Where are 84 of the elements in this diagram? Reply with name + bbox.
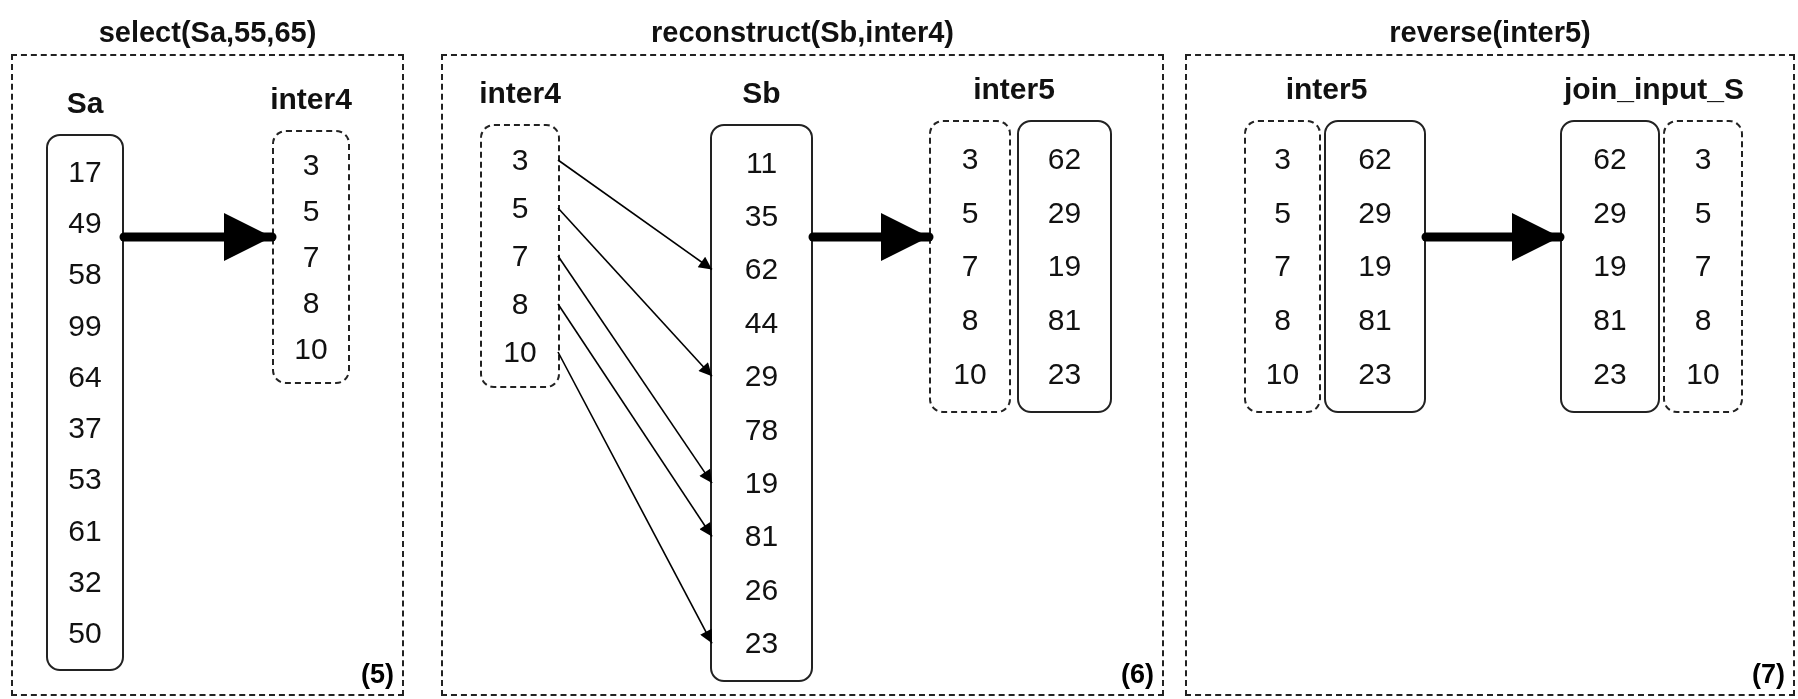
value-text: 11 xyxy=(712,136,811,190)
value-text: 81 xyxy=(712,509,811,564)
value-text: 10 xyxy=(274,326,348,372)
value-text: 64 xyxy=(48,351,122,403)
panel-title: select(Sa,55,65) xyxy=(98,16,317,49)
value-text: 19 xyxy=(1019,239,1110,294)
value-text: 7 xyxy=(274,234,348,280)
value-text: 35 xyxy=(712,189,811,243)
value-text: 26 xyxy=(712,563,811,617)
arrow xyxy=(1421,213,1565,261)
panel-number: (6) xyxy=(1121,659,1154,690)
value-text: 23 xyxy=(1326,347,1424,401)
value-text: 17 xyxy=(48,146,122,198)
panel-title: reverse(inter5) xyxy=(1389,16,1591,49)
arrow xyxy=(557,303,713,538)
value-text: 29 xyxy=(712,349,811,403)
value-text: 10 xyxy=(1665,347,1741,401)
solid-column-box xyxy=(1017,120,1112,413)
value-text: 19 xyxy=(1562,239,1658,294)
value-text: 3 xyxy=(1246,132,1319,186)
column-heading: Sb xyxy=(742,76,781,110)
value-text: 8 xyxy=(1246,293,1319,348)
value-text: 7 xyxy=(931,239,1009,294)
column-heading: inter5 xyxy=(973,72,1055,106)
column-heading: join_input_S xyxy=(1564,72,1744,106)
value-text: 3 xyxy=(274,142,348,188)
value-text: 99 xyxy=(48,299,122,352)
value-text: 5 xyxy=(274,188,348,234)
value-text: 19 xyxy=(712,456,811,510)
value-text: 50 xyxy=(48,607,122,659)
value-text: 49 xyxy=(48,197,122,249)
value-text: 5 xyxy=(1665,185,1741,240)
value-text: 8 xyxy=(1665,293,1741,348)
value-text: 3 xyxy=(482,136,558,184)
value-text: 5 xyxy=(482,184,558,232)
value-text: 3 xyxy=(1665,132,1741,186)
value-text: 32 xyxy=(48,556,122,608)
value-text: 61 xyxy=(48,505,122,557)
column-heading: inter4 xyxy=(479,76,561,110)
value-text: 62 xyxy=(1326,132,1424,186)
column-heading: Sa xyxy=(66,86,104,120)
column-heading: inter5 xyxy=(1285,72,1368,106)
value-text: 10 xyxy=(482,328,558,376)
value-text: 7 xyxy=(1246,239,1319,294)
panel-number: (7) xyxy=(1752,659,1785,690)
value-text: 8 xyxy=(274,280,348,326)
value-text: 29 xyxy=(1562,185,1658,240)
panel-number: (5) xyxy=(361,659,394,690)
value-text: 10 xyxy=(931,347,1009,401)
value-text: 81 xyxy=(1019,293,1110,348)
value-text: 62 xyxy=(1562,132,1658,186)
arrow xyxy=(119,213,277,261)
value-text: 62 xyxy=(712,242,811,297)
arrow xyxy=(557,207,713,378)
dashed-column-box xyxy=(1663,120,1743,413)
value-text: 19 xyxy=(1326,239,1424,294)
arrow xyxy=(557,351,713,645)
value-text: 44 xyxy=(712,296,811,350)
arrow xyxy=(557,159,713,271)
arrow xyxy=(557,255,713,484)
value-text: 37 xyxy=(48,402,122,454)
value-text: 23 xyxy=(712,616,811,670)
value-text: 58 xyxy=(48,248,122,300)
value-text: 7 xyxy=(1665,239,1741,294)
value-text: 23 xyxy=(1562,347,1658,401)
value-text: 62 xyxy=(1019,132,1110,186)
value-text: 7 xyxy=(482,232,558,280)
value-text: 8 xyxy=(931,293,1009,348)
value-text: 81 xyxy=(1326,293,1424,348)
value-text: 81 xyxy=(1562,293,1658,348)
value-text: 5 xyxy=(931,185,1009,240)
value-text: 5 xyxy=(1246,185,1319,240)
panel-title: reconstruct(Sb,inter4) xyxy=(651,16,954,49)
value-text: 8 xyxy=(482,280,558,328)
value-text: 53 xyxy=(48,453,122,506)
value-text: 29 xyxy=(1019,185,1110,240)
value-text: 10 xyxy=(1246,347,1319,401)
column-heading: inter4 xyxy=(270,82,352,116)
solid-column-box xyxy=(1324,120,1426,413)
value-text: 23 xyxy=(1019,347,1110,401)
value-text: 78 xyxy=(712,403,811,457)
value-text: 29 xyxy=(1326,185,1424,240)
value-text: 3 xyxy=(931,132,1009,186)
arrow xyxy=(808,213,934,261)
